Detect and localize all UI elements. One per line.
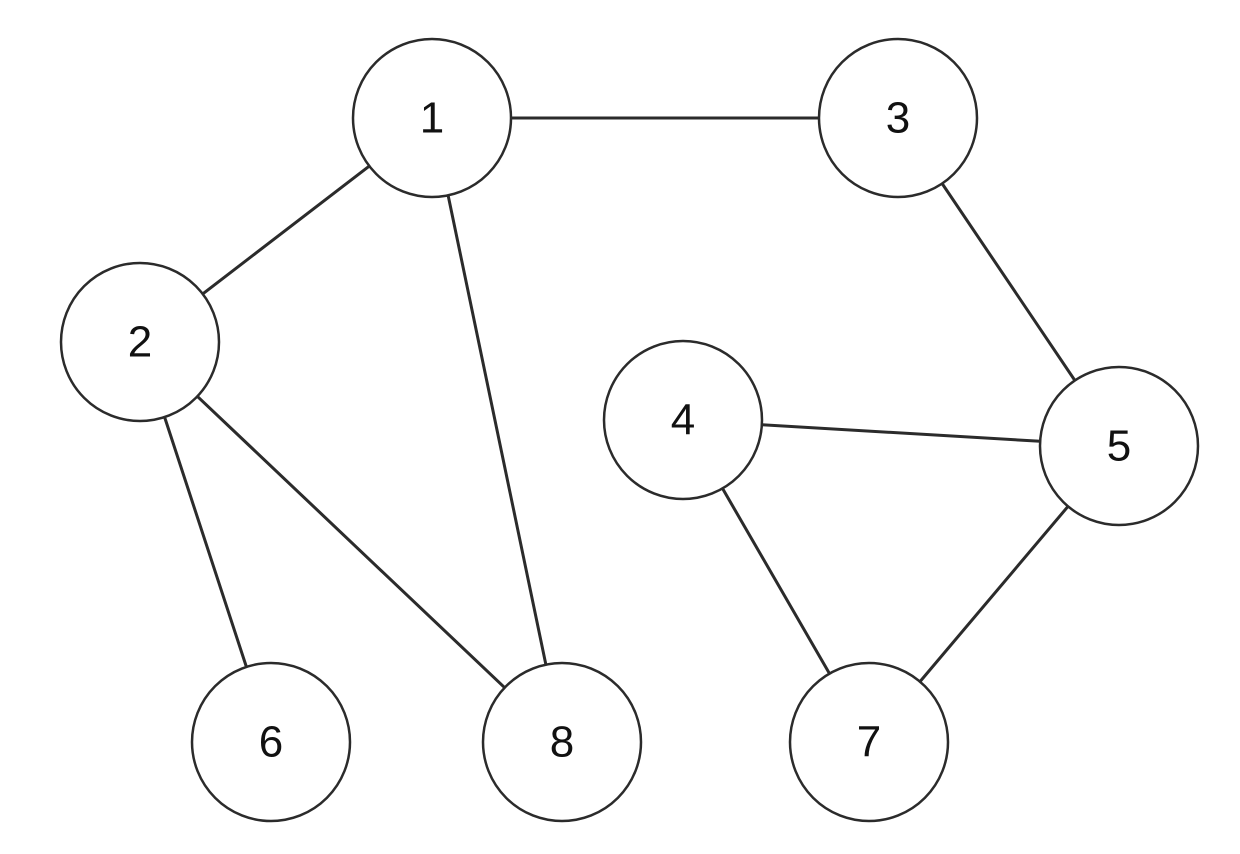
node-7: 7 [788, 661, 950, 823]
node-1-label: 1 [420, 94, 444, 143]
node-4-label: 4 [671, 396, 695, 445]
node-7-circle [788, 661, 950, 823]
node-6-label: 6 [259, 718, 283, 767]
edges-layer [163, 116, 1077, 690]
node-3-circle [817, 37, 979, 199]
node-8-label: 8 [550, 718, 574, 767]
edge-4-5 [760, 423, 1042, 443]
edge-5-7 [918, 504, 1070, 684]
node-4-circle [602, 339, 764, 501]
node-8: 8 [481, 661, 643, 823]
node-2-circle [59, 261, 221, 423]
node-6-circle [190, 661, 352, 823]
node-5-label: 5 [1107, 422, 1131, 471]
node-1: 1 [351, 37, 513, 199]
node-2: 2 [59, 261, 221, 423]
edge-2-8 [195, 394, 507, 690]
edge-1-8 [446, 193, 548, 667]
node-7-label: 7 [857, 718, 881, 767]
edge-1-2 [201, 164, 371, 296]
edge-2-6 [163, 415, 248, 669]
node-3: 3 [817, 37, 979, 199]
nodes-layer: 1 2 3 4 5 6 7 8 [59, 37, 1200, 823]
node-4: 4 [602, 339, 764, 501]
node-6: 6 [190, 661, 352, 823]
node-5: 5 [1038, 365, 1200, 527]
edge-3-5 [940, 182, 1077, 382]
node-5-circle [1038, 365, 1200, 527]
node-2-label: 2 [128, 318, 152, 367]
edge-4-7 [721, 486, 831, 676]
node-3-label: 3 [886, 94, 910, 143]
node-1-circle [351, 37, 513, 199]
node-8-circle [481, 661, 643, 823]
